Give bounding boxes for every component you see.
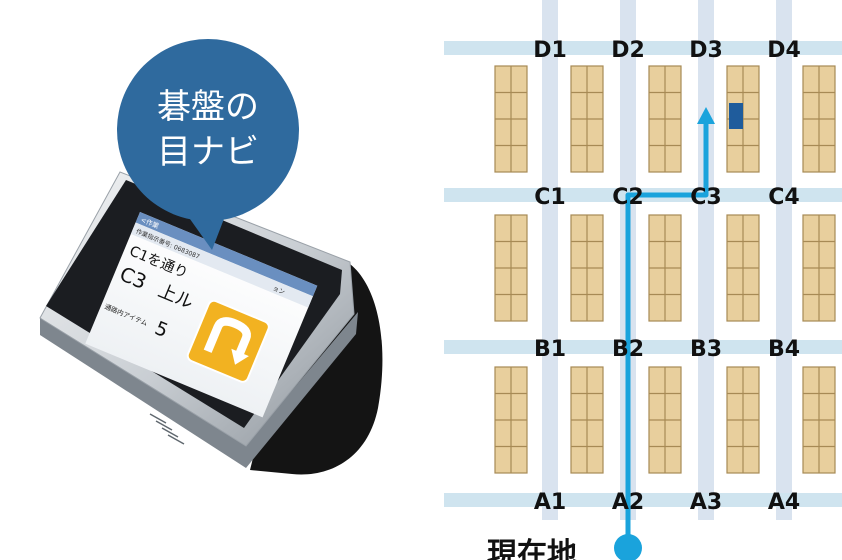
u-turn-arrow-icon bbox=[186, 299, 270, 383]
aisle-label-c3: C3 bbox=[690, 185, 721, 210]
aisle-label-a2: A2 bbox=[612, 490, 644, 515]
aisle-label-c2: C2 bbox=[612, 185, 643, 210]
route-path bbox=[614, 107, 715, 560]
speech-bubble: 碁盤の 目ナビ bbox=[117, 39, 299, 250]
device-screen: <作業 作業指示番号: 0683087 ョン C1を通り C3 上ル 通路内アイ… bbox=[85, 212, 318, 418]
screen-subbar bbox=[130, 222, 313, 308]
aisle-label-a3: A3 bbox=[690, 490, 722, 515]
route-line bbox=[625, 120, 709, 545]
target-shelf-slot bbox=[729, 103, 743, 129]
shelf-block bbox=[570, 366, 604, 474]
aisle-label-c4: C4 bbox=[768, 185, 799, 210]
shelf-block bbox=[802, 366, 836, 474]
shelf-block bbox=[726, 214, 760, 322]
aisle-label-b2: B2 bbox=[612, 337, 644, 362]
screen-order-suffix: ョン bbox=[272, 285, 286, 296]
shelf-block bbox=[570, 65, 604, 173]
bubble-line-1: 碁盤の bbox=[157, 87, 259, 127]
aisle-label-b4: B4 bbox=[768, 337, 800, 362]
wearable-device: <作業 作業指示番号: 0683087 ョン C1を通り C3 上ル 通路内アイ… bbox=[39, 171, 383, 475]
current-location-label: 現在地 bbox=[487, 537, 577, 560]
device-grille bbox=[149, 413, 185, 445]
aisle-label-b3: B3 bbox=[690, 337, 722, 362]
bubble-circle bbox=[117, 39, 299, 221]
shelf-block bbox=[802, 65, 836, 173]
aisle-label-d3: D3 bbox=[689, 38, 723, 63]
aisle-label-a4: A4 bbox=[768, 490, 800, 515]
device-side bbox=[40, 312, 358, 468]
shelf-block bbox=[648, 65, 682, 173]
shelf-block bbox=[726, 366, 760, 474]
aisle-B bbox=[444, 340, 842, 354]
shelf-block bbox=[494, 65, 528, 173]
aisle-label-d4: D4 bbox=[767, 38, 801, 63]
shelf-block bbox=[648, 214, 682, 322]
vertical-aisle-4 bbox=[776, 0, 792, 520]
shelf-block bbox=[494, 366, 528, 474]
aisle-label-c1: C1 bbox=[534, 185, 565, 210]
route-arrow-icon bbox=[697, 107, 715, 124]
bubble-line-2: 目ナビ bbox=[157, 132, 259, 172]
vertical-aisle-3 bbox=[698, 0, 714, 520]
vertical-aisle-1 bbox=[542, 0, 558, 520]
aisle-D bbox=[444, 41, 842, 55]
aisle-label-a1: A1 bbox=[534, 490, 566, 515]
shelf-block bbox=[648, 366, 682, 474]
aisle-A bbox=[444, 493, 842, 507]
screen-header-bar bbox=[135, 212, 318, 297]
aisle-label-b1: B1 bbox=[534, 337, 566, 362]
current-location-marker-icon bbox=[614, 534, 642, 560]
shelf-block bbox=[570, 214, 604, 322]
shelf-block bbox=[726, 65, 760, 173]
map-shelves bbox=[494, 65, 836, 474]
shelf-block bbox=[494, 214, 528, 322]
shelf-block bbox=[802, 214, 836, 322]
aisle-label-d2: D2 bbox=[611, 38, 645, 63]
aisle-label-d1: D1 bbox=[533, 38, 567, 63]
